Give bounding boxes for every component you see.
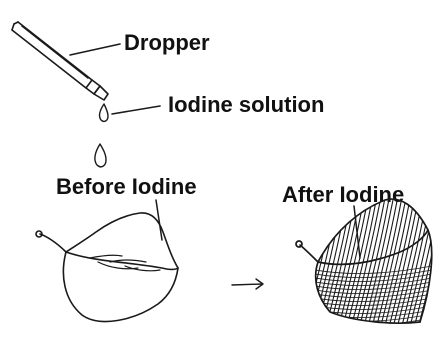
stain-cross-line [315, 294, 432, 301]
stain-hatch-line [392, 200, 422, 330]
stain-hatch-line [434, 200, 447, 330]
dropper-leader-line [70, 44, 120, 55]
stain-hatch-line [439, 200, 447, 330]
stained-leaf-icon [296, 199, 447, 330]
dropper-icon [12, 22, 108, 100]
after-iodine-label: After Iodine [282, 182, 404, 207]
iodine-solution-label: Iodine solution [168, 92, 324, 117]
before-iodine-label: Before Iodine [56, 174, 197, 199]
drop-icon [100, 104, 108, 121]
stain-hatch-line [355, 200, 385, 330]
leaf-icon [36, 213, 178, 322]
dropper-label: Dropper [124, 30, 210, 55]
stain-hatch-line [430, 200, 447, 330]
stain-hatch-line [367, 200, 397, 330]
drop-icon [95, 144, 106, 167]
stain-hatch-line [413, 200, 443, 330]
stain-hatch-line [300, 200, 330, 330]
iodine-solution-leader-line [112, 106, 160, 114]
arrow-right-icon [232, 279, 263, 289]
